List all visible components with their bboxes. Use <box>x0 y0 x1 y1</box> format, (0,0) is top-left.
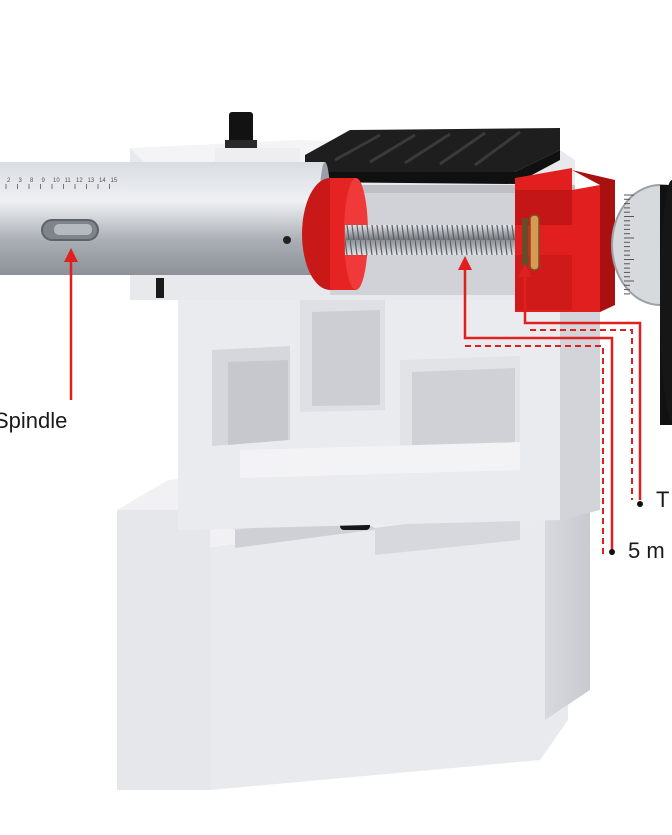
scale-tick-label: 3 <box>19 178 23 184</box>
callout-label-top-right: T <box>656 487 670 512</box>
scale-tick-label: 15 <box>111 178 118 184</box>
scale-tick-label: 14 <box>99 178 106 184</box>
spindle: 2 3 8 9 10 11 12 13 14 15 <box>0 162 331 298</box>
scale-tick-label: 10 <box>53 178 60 184</box>
spindle-scale: 2 3 8 9 10 11 12 13 14 15 <box>5 178 118 189</box>
nut-callout-line <box>523 270 642 500</box>
callout-dot-t <box>637 501 643 507</box>
spindle-label: Spindle <box>0 408 68 433</box>
red-nut-housing <box>515 168 615 312</box>
scale-tick-label: 13 <box>88 178 95 184</box>
callout-dot-5m <box>609 549 615 555</box>
scale-tick-label: 9 <box>42 178 46 184</box>
micrometer-dial <box>611 180 672 425</box>
scale-tick-label: 11 <box>65 178 72 184</box>
scale-tick-label: 8 <box>30 178 34 184</box>
scale-tick-label: 2 <box>7 178 11 184</box>
callouts <box>64 248 643 555</box>
scale-tick-label: 12 <box>76 178 83 184</box>
screw-callout-line <box>463 262 614 555</box>
callout-label-bottom-right: 5 m <box>628 538 665 563</box>
spindle-callout-arrow <box>64 248 78 262</box>
t-slot-table <box>305 128 560 184</box>
